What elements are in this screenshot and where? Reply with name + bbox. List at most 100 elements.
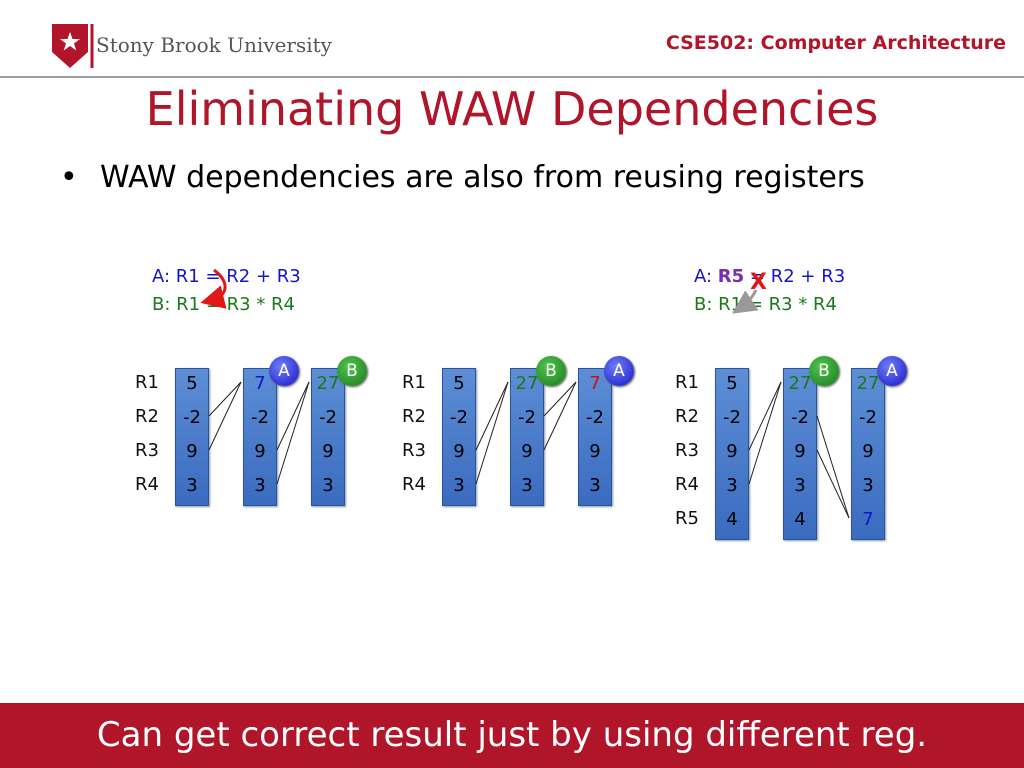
register-label: R3 — [135, 440, 159, 461]
instruction-badge-a: A — [604, 356, 634, 386]
register-value: 7 — [862, 509, 874, 530]
instr-a-rest: = R2 + R3 — [744, 266, 846, 287]
register-value: 5 — [186, 373, 198, 394]
instructions-right: A: R5 = R2 + R3 B: R1 = R3 * R4 — [694, 263, 845, 319]
register-value: 3 — [589, 475, 601, 496]
register-value: 27 — [515, 373, 539, 394]
university-name: Stony Brook University — [96, 33, 332, 57]
register-value: 9 — [521, 441, 533, 462]
header-divider — [0, 76, 1024, 78]
operand-line — [475, 381, 509, 485]
register-file-column — [510, 368, 544, 506]
register-value: -2 — [586, 407, 604, 428]
university-logo — [52, 24, 94, 68]
instruction-badge-a: A — [877, 356, 907, 386]
register-file-column — [243, 368, 277, 506]
register-label: R5 — [675, 508, 699, 529]
register-label: R4 — [135, 474, 159, 495]
instruction-b-left: B: R1 = R3 * R4 — [152, 291, 301, 319]
register-value: 3 — [862, 475, 874, 496]
register-value: 3 — [186, 475, 198, 496]
bullet-point: • WAW dependencies are also from reusing … — [60, 160, 865, 195]
register-label: R3 — [402, 440, 426, 461]
register-label: R1 — [675, 372, 699, 393]
register-value: -2 — [183, 407, 201, 428]
register-label: R4 — [402, 474, 426, 495]
register-file-column — [851, 368, 885, 540]
register-value: -2 — [518, 407, 536, 428]
slide-title: Eliminating WAW Dependencies — [145, 82, 879, 136]
register-value: -2 — [723, 407, 741, 428]
register-file-column — [311, 368, 345, 506]
register-file-column — [442, 368, 476, 506]
register-value: 3 — [794, 475, 806, 496]
instruction-a-left: A: R1 = R2 + R3 — [152, 263, 301, 291]
register-value: 27 — [788, 373, 812, 394]
register-label: R2 — [135, 406, 159, 427]
register-file-column — [175, 368, 209, 506]
register-value: -2 — [319, 407, 337, 428]
cross-mark: X — [750, 270, 767, 295]
register-value: 27 — [316, 373, 340, 394]
operand-line — [208, 381, 242, 417]
operand-line — [208, 381, 242, 451]
operand-line — [543, 381, 577, 417]
bullet-text: WAW dependencies are also from reusing r… — [100, 160, 865, 195]
register-value: 9 — [589, 441, 601, 462]
register-value: -2 — [791, 407, 809, 428]
register-value: 4 — [794, 509, 806, 530]
operand-line — [543, 381, 577, 451]
instr-b-prefix: B: — [152, 294, 177, 315]
takeaway-banner: Can get correct result just by using dif… — [0, 703, 1024, 768]
instruction-badge-b: B — [337, 356, 367, 386]
register-value: 5 — [453, 373, 465, 394]
instr-a-rest: = R2 + R3 — [199, 266, 301, 287]
instr-b-prefix: B: — [694, 294, 719, 315]
register-value: 3 — [521, 475, 533, 496]
register-label: R3 — [675, 440, 699, 461]
register-value: -2 — [450, 407, 468, 428]
operand-line — [276, 381, 310, 451]
register-value: 5 — [726, 373, 738, 394]
instructions-left: A: R1 = R2 + R3 B: R1 = R3 * R4 — [152, 263, 301, 319]
instr-b-rest: = R3 * R4 — [200, 294, 295, 315]
register-value: 9 — [862, 441, 874, 462]
register-label: R4 — [675, 474, 699, 495]
instruction-a-right: A: R5 = R2 + R3 — [694, 263, 845, 291]
register-value: 3 — [322, 475, 334, 496]
instruction-badge-a: A — [269, 356, 299, 386]
register-value: 27 — [856, 373, 880, 394]
register-value: 9 — [254, 441, 266, 462]
instr-a-prefix: A: — [694, 266, 718, 287]
register-value: 3 — [254, 475, 266, 496]
register-value: 9 — [453, 441, 465, 462]
register-label: R1 — [135, 372, 159, 393]
operand-line — [748, 381, 782, 451]
register-value: 7 — [254, 373, 266, 394]
instr-a-dest-renamed: R5 — [717, 266, 745, 287]
operand-line — [816, 415, 850, 519]
register-value: -2 — [859, 407, 877, 428]
register-file-column — [715, 368, 749, 540]
instr-b-rest: = R3 * R4 — [742, 294, 837, 315]
instruction-badge-b: B — [809, 356, 839, 386]
operand-line — [276, 381, 310, 485]
register-value: 4 — [726, 509, 738, 530]
register-label: R2 — [402, 406, 426, 427]
instruction-badge-b: B — [536, 356, 566, 386]
register-value: 3 — [726, 475, 738, 496]
register-label: R1 — [402, 372, 426, 393]
register-value: 9 — [794, 441, 806, 462]
instr-a-prefix: A: — [152, 266, 176, 287]
register-file-column — [783, 368, 817, 540]
register-value: 3 — [453, 475, 465, 496]
register-value: -2 — [251, 407, 269, 428]
register-value: 9 — [186, 441, 198, 462]
slide-header: Stony Brook University CSE502: Computer … — [0, 0, 1024, 78]
register-value: 9 — [726, 441, 738, 462]
register-value: 9 — [322, 441, 334, 462]
bullet-dot: • — [60, 160, 78, 195]
instruction-b-right: B: R1 = R3 * R4 — [694, 291, 845, 319]
operand-line — [748, 381, 782, 485]
instr-b-dest: R1 — [176, 294, 201, 315]
